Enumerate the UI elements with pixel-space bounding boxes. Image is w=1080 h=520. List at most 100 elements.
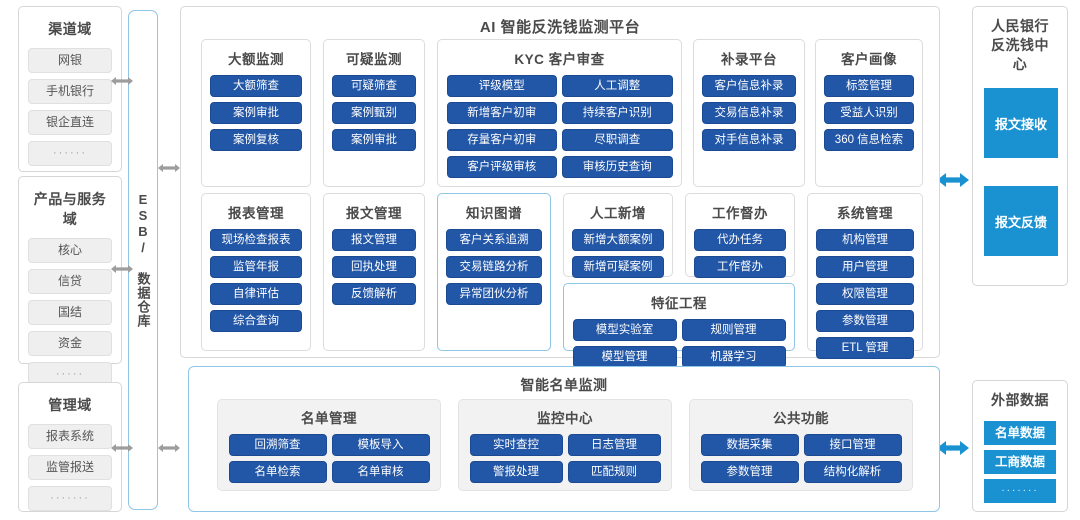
arrow-management-to-esb: [110, 441, 134, 455]
btn-due-diligence[interactable]: 尽职调查: [562, 129, 673, 151]
btn-agency-task[interactable]: 代办任务: [694, 229, 786, 251]
channel-item-1[interactable]: 手机银行: [28, 79, 112, 104]
arrow-product-to-esb: [110, 262, 134, 276]
btn-comprehensive-query[interactable]: 综合查询: [210, 310, 302, 332]
btn-self-discipline-assessment[interactable]: 自律评估: [210, 283, 302, 305]
btn-interface-management[interactable]: 接口管理: [803, 434, 902, 456]
channel-item-2[interactable]: 银企直连: [28, 110, 112, 135]
btn-realtime-control[interactable]: 实时查控: [469, 434, 563, 456]
btn-manual-adjustment[interactable]: 人工调整: [562, 75, 673, 97]
btn-suspicious-screening[interactable]: 可疑筛查: [332, 75, 416, 97]
btn-log-management[interactable]: 日志管理: [567, 434, 661, 456]
channel-item-more[interactable]: ······: [28, 141, 112, 166]
btn-data-collection[interactable]: 数据采集: [700, 434, 799, 456]
product-item-1[interactable]: 信贷: [28, 269, 112, 294]
btn-case-identification[interactable]: 案例甄别: [332, 102, 416, 124]
management-item-more[interactable]: ·······: [28, 486, 112, 511]
btn-list-review[interactable]: 名单审核: [331, 461, 430, 483]
btn-customer-relationship-tracing[interactable]: 客户关系追溯: [446, 229, 542, 251]
module-title: 可疑监测: [346, 52, 402, 67]
btn-review-history-query[interactable]: 审核历史查询: [562, 156, 673, 178]
btn-counterparty-info-entry[interactable]: 对手信息补录: [702, 129, 796, 151]
btn-user-management[interactable]: 用户管理: [816, 256, 914, 278]
btn-receipt-processing[interactable]: 回执处理: [332, 256, 416, 278]
btn-add-suspicious-case[interactable]: 新增可疑案例: [572, 256, 664, 278]
module-kyc-customer-review: KYC 客户审查 评级模型 人工调整 新增客户初审 持续客户识别 存量客户初审 …: [437, 39, 682, 187]
btn-case-approval[interactable]: 案例审批: [332, 129, 416, 151]
btn-customer-rating-review[interactable]: 客户评级审核: [446, 156, 557, 178]
channel-item-0[interactable]: 网银: [28, 48, 112, 73]
btn-rating-model[interactable]: 评级模型: [446, 75, 557, 97]
module-customer-profile: 客户画像 标签管理 受益人识别 360 信息检索: [815, 39, 923, 187]
tile-message-feedback[interactable]: 报文反馈: [984, 186, 1058, 256]
arrow-esb-to-platform: [157, 161, 181, 175]
tile-message-receive[interactable]: 报文接收: [984, 88, 1058, 158]
arrow-channel-to-esb: [110, 74, 134, 88]
btn-360-info-search[interactable]: 360 信息检索: [824, 129, 914, 151]
module-title: 工作督办: [712, 206, 768, 221]
btn-model-management[interactable]: 模型管理: [572, 346, 677, 368]
module-work-supervision: 工作督办 代办任务 工作督办: [685, 193, 795, 278]
btn-work-supervision[interactable]: 工作督办: [694, 256, 786, 278]
external-item-business-data[interactable]: 工商数据: [984, 450, 1056, 474]
btn-new-customer-first-review[interactable]: 新增客户初审: [446, 102, 557, 124]
module-feature-engineering: 特征工程 模型实验室 规则管理 模型管理 机器学习: [563, 283, 795, 368]
product-item-0[interactable]: 核心: [28, 238, 112, 263]
btn-parameter-management[interactable]: 参数管理: [700, 461, 799, 483]
btn-onsite-inspection-report[interactable]: 现场检查报表: [210, 229, 302, 251]
module-title: 知识图谱: [466, 206, 522, 221]
module-title: 报表管理: [228, 206, 284, 221]
pboc-title-line1: 人民银行: [991, 18, 1049, 34]
btn-model-lab[interactable]: 模型实验室: [572, 319, 677, 341]
product-item-2[interactable]: 国结: [28, 300, 112, 325]
btn-transaction-chain-analysis[interactable]: 交易链路分析: [446, 256, 542, 278]
btn-regulatory-annual-report[interactable]: 监管年报: [210, 256, 302, 278]
btn-organization-management[interactable]: 机构管理: [816, 229, 914, 251]
btn-structured-parsing[interactable]: 结构化解析: [803, 461, 902, 483]
btn-matching-rules[interactable]: 匹配规则: [567, 461, 661, 483]
btn-rule-management[interactable]: 规则管理: [681, 319, 786, 341]
btn-add-large-amount-case[interactable]: 新增大额案例: [572, 229, 664, 251]
esb-data-warehouse-bar: ESB/ 数据仓库: [128, 10, 158, 510]
module-title: 人工新增: [590, 206, 646, 221]
btn-alarm-processing[interactable]: 警报处理: [469, 461, 563, 483]
btn-permission-management[interactable]: 权限管理: [816, 283, 914, 305]
subcard-public-functions: 公共功能 数据采集 接口管理 参数管理 结构化解析: [689, 399, 913, 491]
external-item-more[interactable]: ·······: [984, 479, 1056, 503]
btn-case-recheck[interactable]: 案例复核: [210, 129, 302, 151]
btn-list-search[interactable]: 名单检索: [228, 461, 327, 483]
btn-tag-management[interactable]: 标签管理: [824, 75, 914, 97]
subcard-monitoring-center: 监控中心 实时查控 日志管理 警报处理 匹配规则: [458, 399, 672, 491]
panel-external-data: 外部数据 名单数据 工商数据 ·······: [972, 380, 1068, 512]
pboc-title-line2: 反洗钱中心: [991, 37, 1049, 72]
product-item-3[interactable]: 资金: [28, 331, 112, 356]
btn-feedback-parsing[interactable]: 反馈解析: [332, 283, 416, 305]
btn-customer-info-entry[interactable]: 客户信息补录: [702, 75, 796, 97]
btn-machine-learning[interactable]: 机器学习: [681, 346, 786, 368]
management-item-1[interactable]: 监管报送: [28, 455, 112, 480]
module-large-amount-monitoring: 大额监测 大额筛查 案例审批 案例复核: [201, 39, 311, 187]
management-item-0[interactable]: 报表系统: [28, 424, 112, 449]
btn-message-management[interactable]: 报文管理: [332, 229, 416, 251]
panel-product-service-domain: 产品与服务域 核心 信贷 国结 资金 ·····: [18, 176, 122, 387]
btn-beneficiary-identification[interactable]: 受益人识别: [824, 102, 914, 124]
module-system-management: 系统管理 机构管理 用户管理 权限管理 参数管理 ETL 管理: [807, 193, 923, 359]
btn-continuous-customer-identification[interactable]: 持续客户识别: [562, 102, 673, 124]
btn-large-amount-screening[interactable]: 大额筛查: [210, 75, 302, 97]
btn-abnormal-group-analysis[interactable]: 异常团伙分析: [446, 283, 542, 305]
btn-template-import[interactable]: 模板导入: [331, 434, 430, 456]
module-report-management: 报表管理 现场检查报表 监管年报 自律评估 综合查询: [201, 193, 311, 351]
btn-existing-customer-first-review[interactable]: 存量客户初审: [446, 129, 557, 151]
management-domain-title: 管理域: [48, 397, 92, 413]
arrow-platform-to-pboc: [936, 170, 970, 190]
btn-etl-management[interactable]: ETL 管理: [816, 337, 914, 359]
btn-transaction-info-entry[interactable]: 交易信息补录: [702, 102, 796, 124]
panel-ai-aml-platform: AI 智能反洗钱监测平台 大额监测 大额筛查 案例审批 案例复核 可疑监测 可疑…: [180, 6, 940, 368]
btn-parameter-management[interactable]: 参数管理: [816, 310, 914, 332]
btn-case-approval[interactable]: 案例审批: [210, 102, 302, 124]
external-item-list-data[interactable]: 名单数据: [984, 421, 1056, 445]
module-title: KYC 客户审查: [514, 52, 605, 67]
btn-retrospective-screening[interactable]: 回溯筛查: [228, 434, 327, 456]
product-service-domain-title: 产品与服务域: [33, 191, 107, 227]
